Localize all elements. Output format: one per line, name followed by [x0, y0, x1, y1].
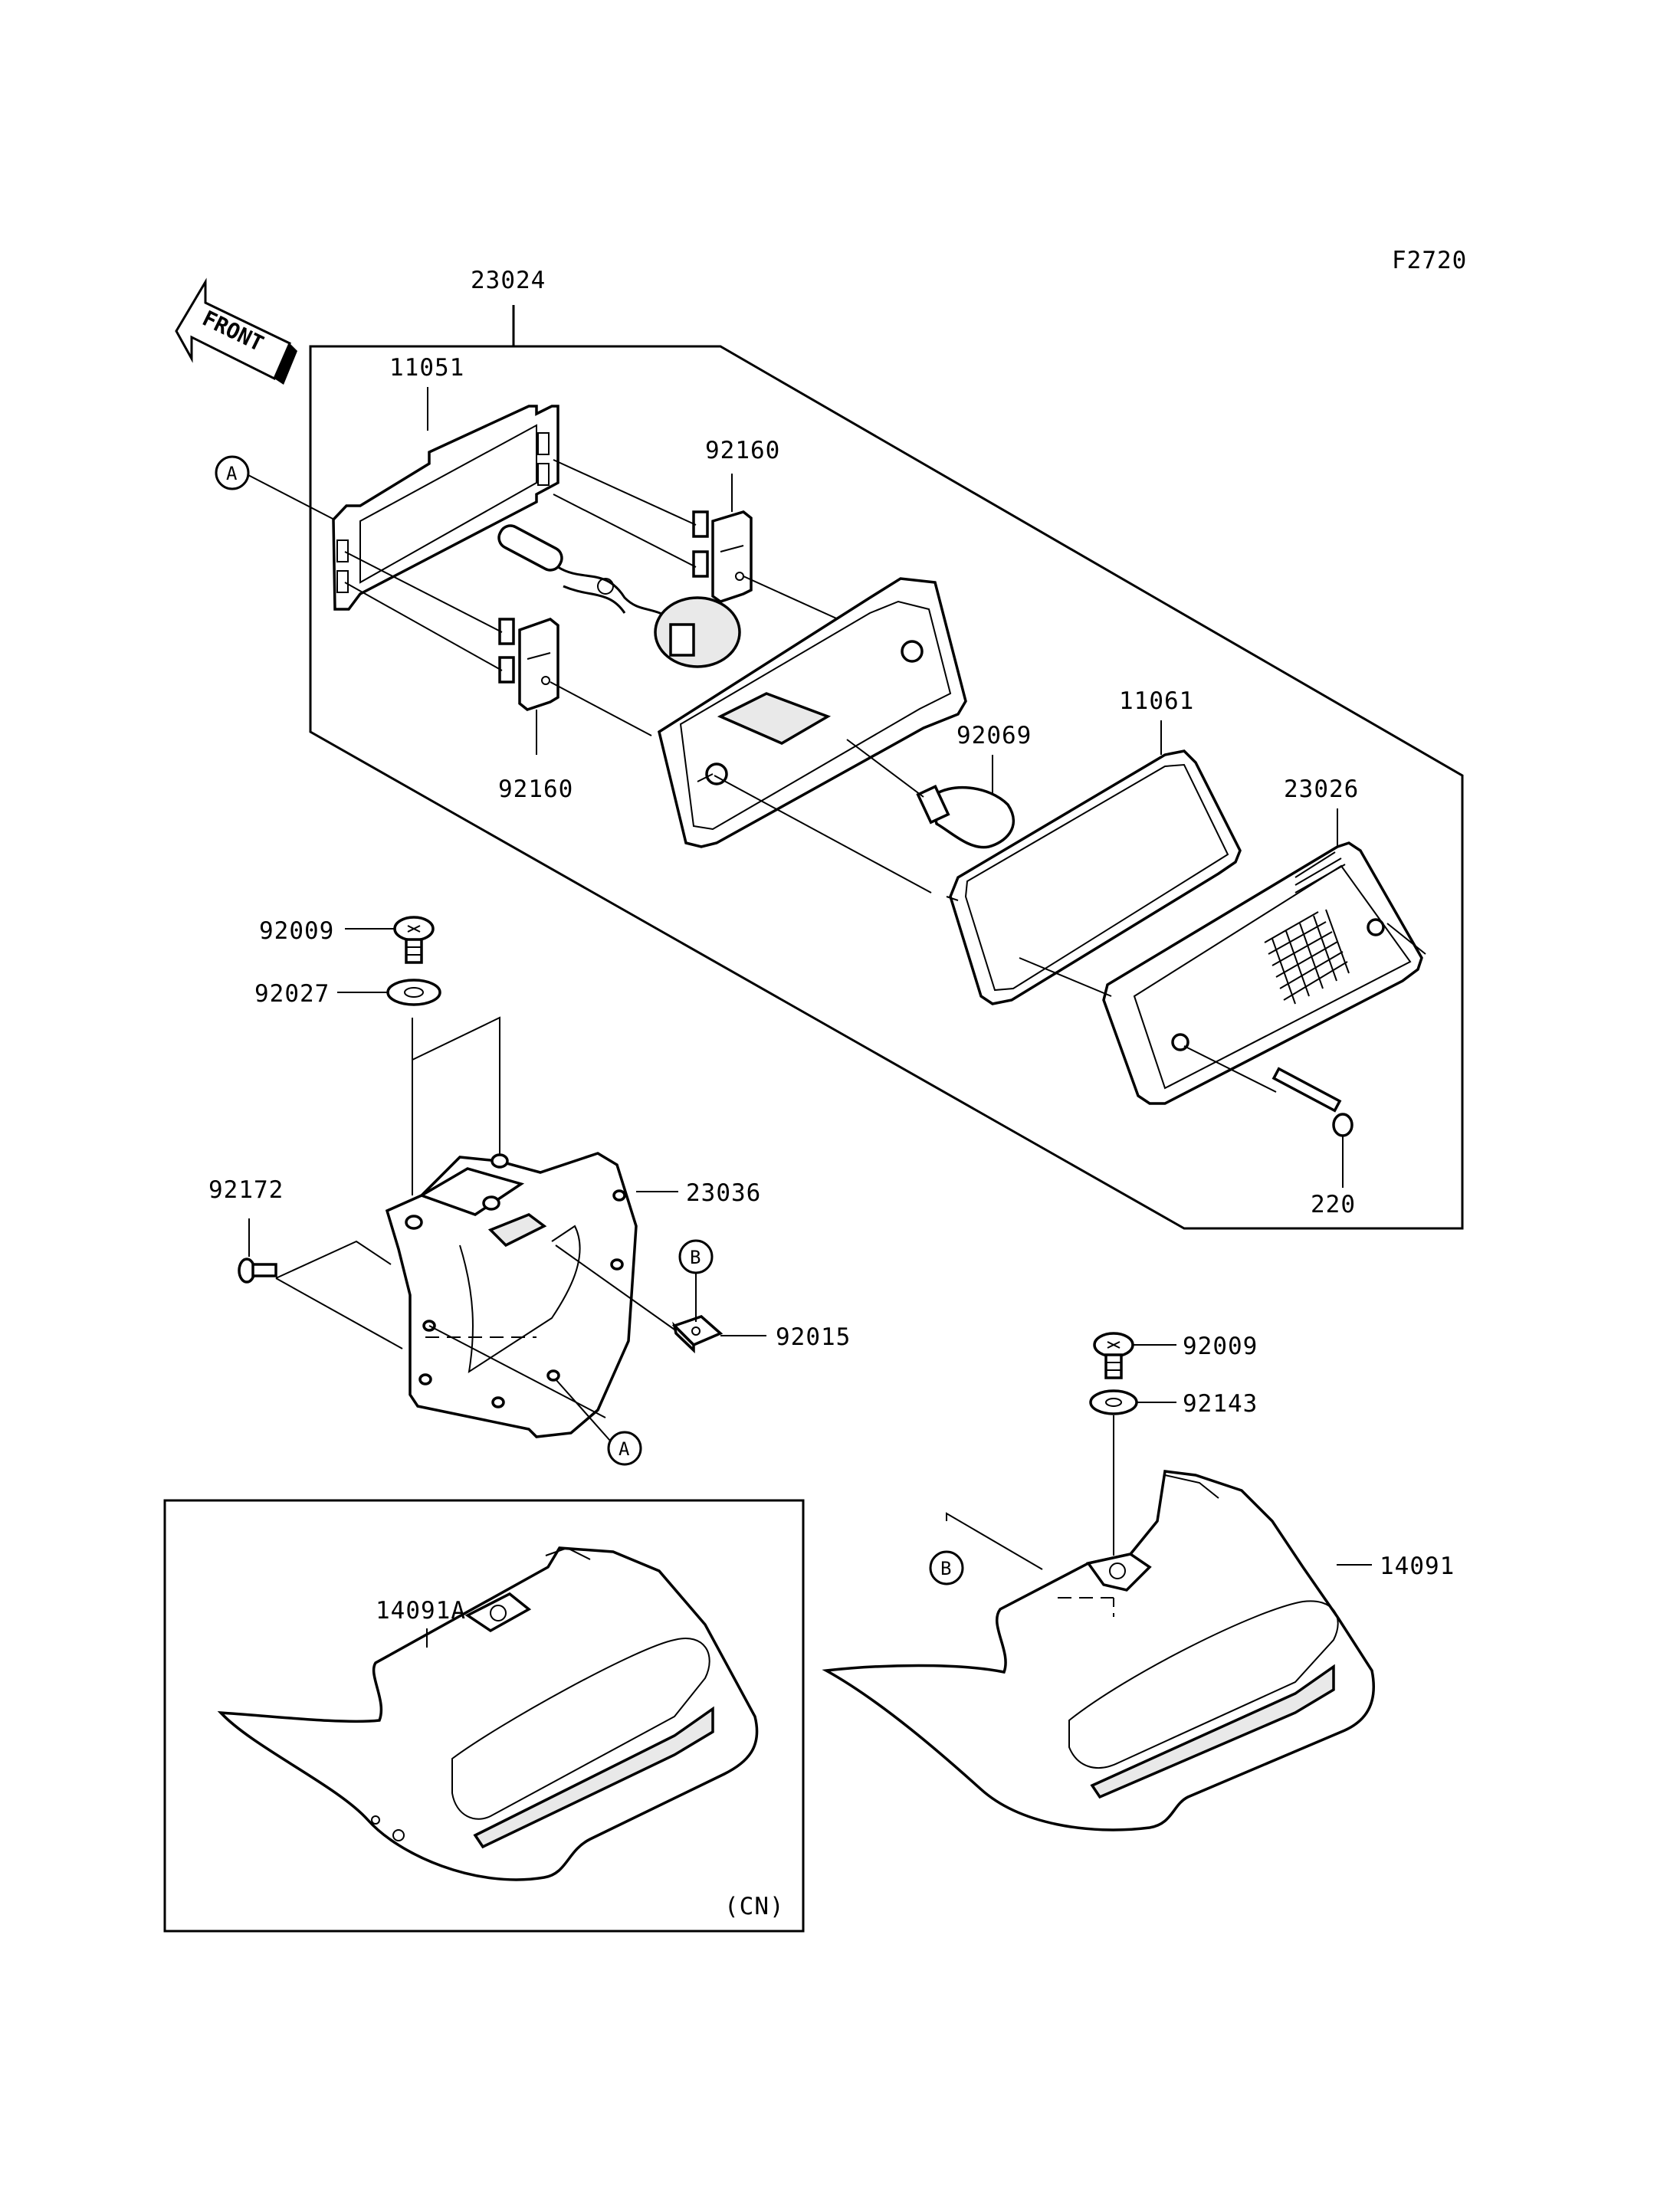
svg-text:A: A	[619, 1438, 630, 1460]
assembly-bracket-23024	[309, 305, 1464, 1230]
part-cover-14091A	[217, 1546, 759, 1881]
part-11051: 11051	[389, 354, 464, 382]
part-92069: 92069	[956, 722, 1032, 749]
part-92009-right: 92009	[1183, 1333, 1258, 1360]
part-cover-14091	[822, 1470, 1375, 1831]
part-screw-92009-left	[393, 916, 435, 964]
ref-circle-a-top: A	[215, 455, 250, 490]
part-bulb-92069	[916, 785, 1015, 849]
part-23024: 23024	[471, 267, 546, 294]
part-screw-92172	[238, 1258, 277, 1284]
inset-box-cn	[163, 1499, 805, 1933]
part-92015: 92015	[776, 1323, 851, 1351]
svg-text:A: A	[226, 463, 238, 484]
part-taillight-housing	[658, 577, 967, 848]
part-92027: 92027	[254, 980, 330, 1008]
part-14091: 14091	[1380, 1553, 1455, 1580]
part-92143: 92143	[1183, 1390, 1258, 1418]
part-92172: 92172	[208, 1176, 284, 1204]
part-washer-92143	[1089, 1389, 1138, 1415]
part-screw-92009-right	[1093, 1332, 1134, 1379]
part-11061: 11061	[1119, 687, 1194, 715]
ref-circle-b-bottom: B	[929, 1550, 964, 1585]
part-grommet-92160-bottom	[498, 618, 559, 711]
part-23036: 23036	[686, 1179, 761, 1207]
part-92160-bottom: 92160	[498, 776, 573, 803]
figure-code: F2720	[1392, 247, 1467, 274]
ref-circle-b-top: B	[678, 1239, 714, 1274]
part-92160-top: 92160	[705, 437, 780, 464]
part-23026: 23026	[1284, 776, 1359, 803]
lens-grid-pattern	[1264, 909, 1350, 1005]
front-arrow-icon: FRONT	[175, 277, 297, 385]
bulb-socket-wire	[497, 524, 741, 668]
part-washer-92027	[386, 979, 441, 1006]
part-lens-23026	[1102, 841, 1423, 1105]
inset-note-cn: (CN)	[724, 1893, 785, 1920]
part-92009-left: 92009	[259, 917, 334, 945]
part-grommet-92160-top	[692, 510, 753, 603]
part-bracket-23036	[385, 1152, 638, 1438]
part-14091A: 14091A	[376, 1597, 466, 1625]
svg-text:B: B	[940, 1558, 951, 1579]
part-clip-92015	[671, 1315, 724, 1354]
part-220: 220	[1311, 1191, 1356, 1218]
part-gasket-11061	[949, 749, 1242, 1005]
svg-text:B: B	[690, 1247, 701, 1268]
part-plate-11051	[332, 405, 559, 611]
ref-circle-a-bottom: A	[607, 1431, 642, 1466]
